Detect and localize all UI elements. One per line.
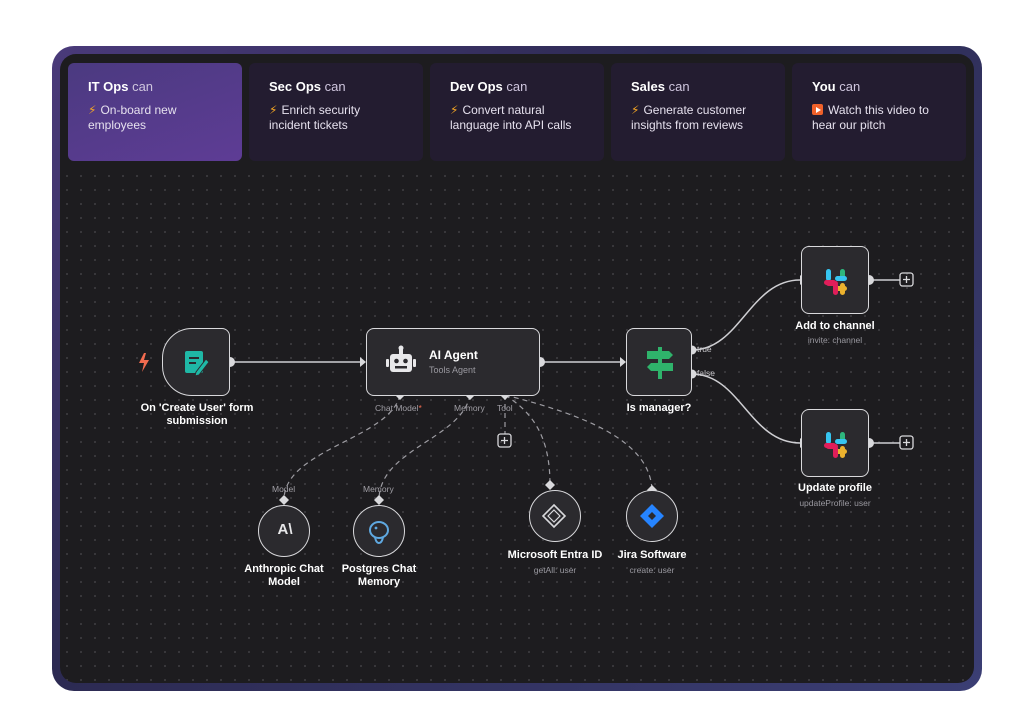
tab-dev-ops[interactable]: Dev Ops can ⚡Convert natural language in… (430, 63, 604, 161)
slack-icon (824, 269, 847, 295)
trigger-label: On 'Create User' form submission (140, 402, 254, 427)
lightning-icon: ⚡ (269, 103, 278, 117)
ai-agent-node[interactable]: AI Agent Tools Agent (366, 328, 540, 396)
slack-icon (824, 432, 847, 458)
tab-sales[interactable]: Sales can ⚡Generate customer insights fr… (611, 63, 785, 161)
entra-port (545, 480, 555, 490)
lightning-icon: ⚡ (631, 103, 640, 117)
tab-it-ops[interactable]: IT Ops can ⚡On-board new employees (68, 63, 242, 161)
anthropic-label: Anthropic Chat Model (244, 563, 324, 588)
chat-model-port-label: Chat Model* (375, 403, 422, 413)
tab-team: IT Ops (88, 79, 129, 94)
tab-team: Sales (631, 79, 665, 94)
update-profile-node[interactable] (801, 409, 869, 477)
add-to-channel-sub: invite: channel (807, 335, 863, 345)
anthropic-icon: A\ (277, 521, 293, 538)
connection-tool-entra (504, 394, 551, 486)
robot-icon (386, 345, 416, 372)
workflow-panel: IT Ops can ⚡On-board new employees Sec O… (60, 54, 974, 683)
add-to-channel-node[interactable] (801, 246, 869, 314)
play-icon (812, 104, 823, 115)
tab-description: On-board new employees (88, 103, 177, 132)
jira-icon (640, 504, 664, 528)
update-profile-sub: updateProfile: user (799, 498, 871, 508)
connection-tool-jira (504, 394, 653, 491)
is-manager-node[interactable] (626, 328, 692, 396)
slack2-add-button (899, 435, 914, 450)
switch-input-arrow (620, 357, 626, 367)
add-to-channel-label: Add to channel (795, 320, 875, 332)
tab-description: Enrich security incident tickets (269, 103, 361, 132)
update-profile-label: Update profile (798, 482, 872, 494)
connection-memory (378, 394, 471, 501)
entra-diamond-icon (541, 503, 567, 529)
tab-description: Watch this video to hear our pitch (812, 103, 929, 132)
ai-agent-subtitle: Tools Agent (429, 365, 476, 375)
postgres-port (374, 495, 384, 505)
tab-description: Convert natural language into API calls (450, 103, 572, 132)
tool-port-label: Tool (497, 403, 513, 413)
postgres-elephant-icon (369, 521, 389, 545)
is-manager-label: Is manager? (626, 402, 692, 414)
anthropic-port (279, 495, 289, 505)
false-output-label: false (697, 368, 715, 378)
entra-label: Microsoft Entra ID (507, 549, 603, 561)
tab-sec-ops[interactable]: Sec Ops can ⚡Enrich security incident ti… (249, 63, 423, 161)
slack1-add-button (899, 272, 914, 287)
true-output-label: true (697, 344, 712, 354)
lightning-icon: ⚡ (450, 103, 459, 117)
anthropic-chat-model-node[interactable]: A\ (258, 505, 310, 557)
connection-true-branch (691, 279, 801, 351)
lightning-icon: ⚡ (88, 103, 97, 117)
jira-label: Jira Software (617, 549, 687, 561)
jira-software-node[interactable] (626, 490, 678, 542)
agent-input-arrow (360, 357, 366, 367)
connection-false-branch (691, 373, 801, 444)
tab-description: Generate customer insights from reviews (631, 103, 747, 132)
postgres-port-label: Memory (363, 484, 394, 494)
form-icon (185, 351, 210, 377)
use-case-tabs: IT Ops can ⚡On-board new employees Sec O… (68, 63, 966, 161)
anthropic-port-label: Model (272, 484, 296, 494)
signpost-icon (647, 347, 673, 379)
tool-add-button (497, 433, 512, 448)
connection-chat-model (283, 394, 401, 501)
entra-sub: getAll: user (533, 565, 577, 575)
tab-team: Dev Ops (450, 79, 503, 94)
microsoft-entra-node[interactable] (529, 490, 581, 542)
postgres-label: Postgres Chat Memory (341, 563, 417, 588)
memory-port-label: Memory (454, 403, 485, 413)
tab-team: You (812, 79, 836, 94)
jira-sub: create: user (629, 565, 675, 575)
ai-agent-title: AI Agent (429, 348, 478, 362)
tab-you[interactable]: You can Watch this video to hear our pit… (792, 63, 966, 161)
trigger-lightning-icon (139, 353, 149, 372)
trigger-node[interactable] (162, 328, 230, 396)
tab-team: Sec Ops (269, 79, 322, 94)
postgres-chat-memory-node[interactable] (353, 505, 405, 557)
